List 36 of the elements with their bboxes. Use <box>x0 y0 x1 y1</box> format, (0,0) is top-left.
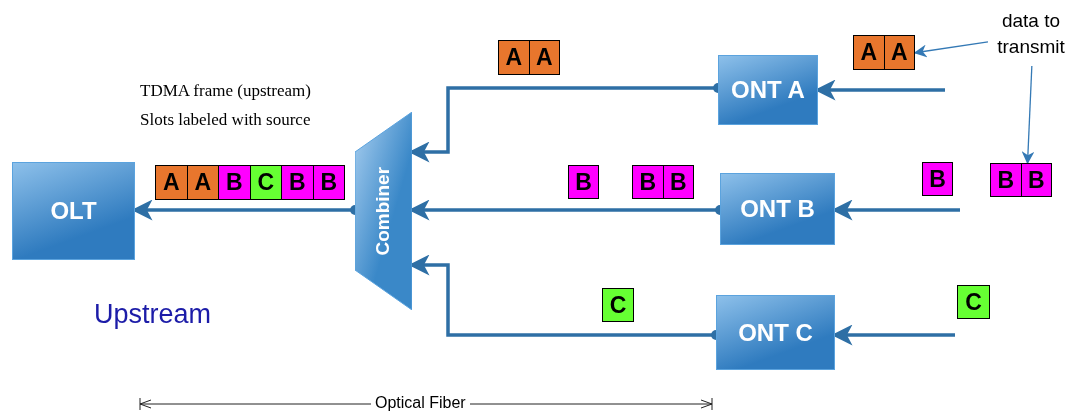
packet-group <box>155 165 345 200</box>
packet-group <box>853 35 915 70</box>
callout-text: data to transmit <box>996 9 1066 59</box>
slot-cell: C <box>958 286 989 318</box>
slot-cell: B <box>633 166 663 198</box>
network-box: OLT <box>12 162 135 260</box>
text-label: Upstream <box>94 298 212 331</box>
network-box: ONT C <box>716 295 835 370</box>
slot-cell: A <box>528 41 559 74</box>
slot-cell: A <box>854 36 884 69</box>
network-box: ONT B <box>720 173 835 245</box>
slot-cell: B <box>569 166 598 198</box>
slot-cell: B <box>662 166 693 198</box>
slot-cell: B <box>312 166 344 199</box>
packet-group <box>632 165 694 199</box>
slot-cell: B <box>923 163 952 195</box>
combiner-trapezoid <box>355 112 412 310</box>
packet-group <box>990 163 1052 197</box>
slot-cell: B <box>1020 164 1051 196</box>
dimension-label: Optical Fiber <box>371 393 470 412</box>
leader-arrow <box>913 41 989 58</box>
packet-group <box>498 40 560 75</box>
slot-cell: B <box>281 166 313 199</box>
leader-arrow <box>1021 65 1035 165</box>
text-label: TDMA frame (upstream) <box>140 80 311 102</box>
combiner-label: Combiner <box>371 166 395 256</box>
slot-cell: C <box>249 166 281 199</box>
slot-cell: A <box>499 41 529 74</box>
slot-cell: A <box>156 166 187 199</box>
slot-cell: A <box>186 166 218 199</box>
slot-cell: C <box>603 289 633 321</box>
slot-cell: A <box>883 36 914 69</box>
slot-cell: B <box>218 166 250 199</box>
network-box: ONT A <box>718 55 818 125</box>
slot-cell: B <box>991 164 1021 196</box>
text-label: Slots labeled with source <box>140 109 311 131</box>
